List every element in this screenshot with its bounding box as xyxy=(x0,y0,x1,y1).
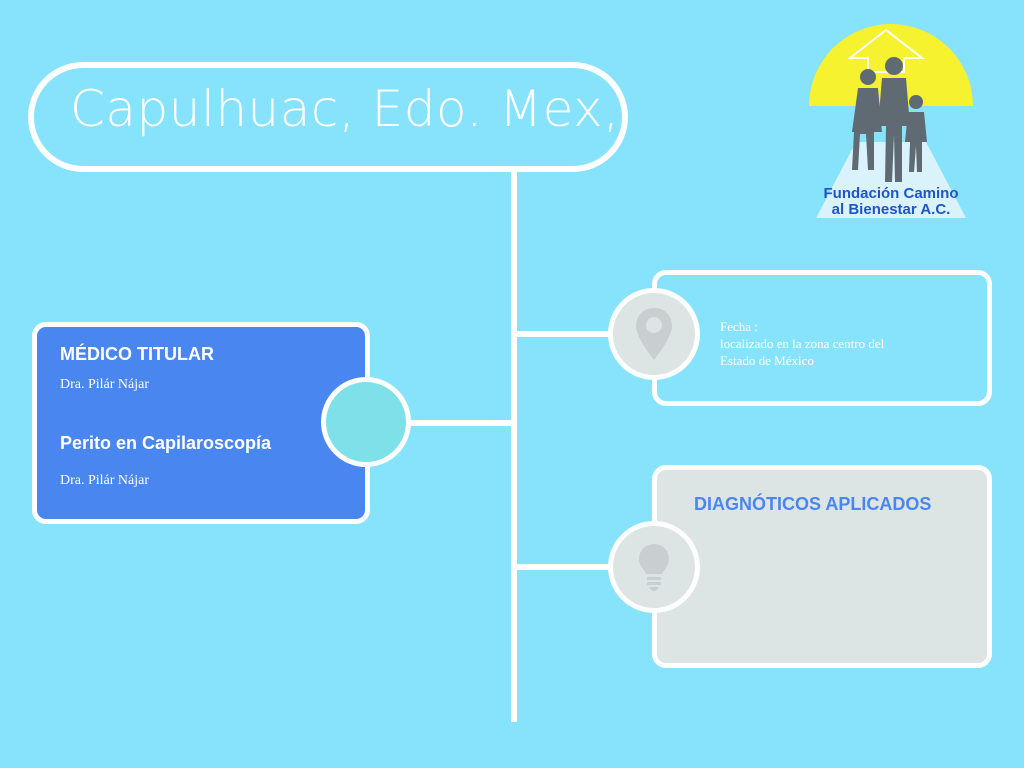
medico-titular-heading: MÉDICO TITULAR xyxy=(60,344,214,364)
info-fecha: Fecha : xyxy=(720,319,758,334)
info-text: Fecha : localizado en la zona centro del… xyxy=(720,318,982,369)
logo-line2: al Bienestar A.C. xyxy=(831,201,951,218)
location-node xyxy=(608,288,700,380)
fundacion-logo xyxy=(809,24,973,218)
logo-line1: Fundación Camino xyxy=(823,185,959,202)
info-location-line1: localizado en la zona centro del xyxy=(720,336,885,351)
lightbulb-icon xyxy=(639,544,669,591)
idea-node xyxy=(608,521,700,613)
diagnosticos-card xyxy=(652,465,992,668)
logo-text: Fundación Camino al Bienestar A.C. xyxy=(806,186,976,218)
medico-card xyxy=(32,322,370,524)
connector-top-right xyxy=(511,331,611,337)
perito-name: Dra. Pilár Nájar xyxy=(60,473,150,488)
connector-bottom-right xyxy=(511,564,611,570)
map-pin-icon xyxy=(636,308,672,360)
timeline-vertical-line xyxy=(511,170,517,722)
left-node-circle xyxy=(321,377,411,467)
title-pill xyxy=(28,62,628,172)
medico-titular-name: Dra. Pilár Nájar xyxy=(60,377,150,392)
connector-left xyxy=(409,420,515,426)
diagnosticos-heading: DIAGNÓTICOS APLICADOS xyxy=(694,494,932,514)
perito-heading: Perito en Capilaroscopía xyxy=(60,433,272,453)
page-title: Capulhuac, Edo. Mex, xyxy=(70,80,620,138)
info-location-line2: Estado de México xyxy=(720,353,814,368)
